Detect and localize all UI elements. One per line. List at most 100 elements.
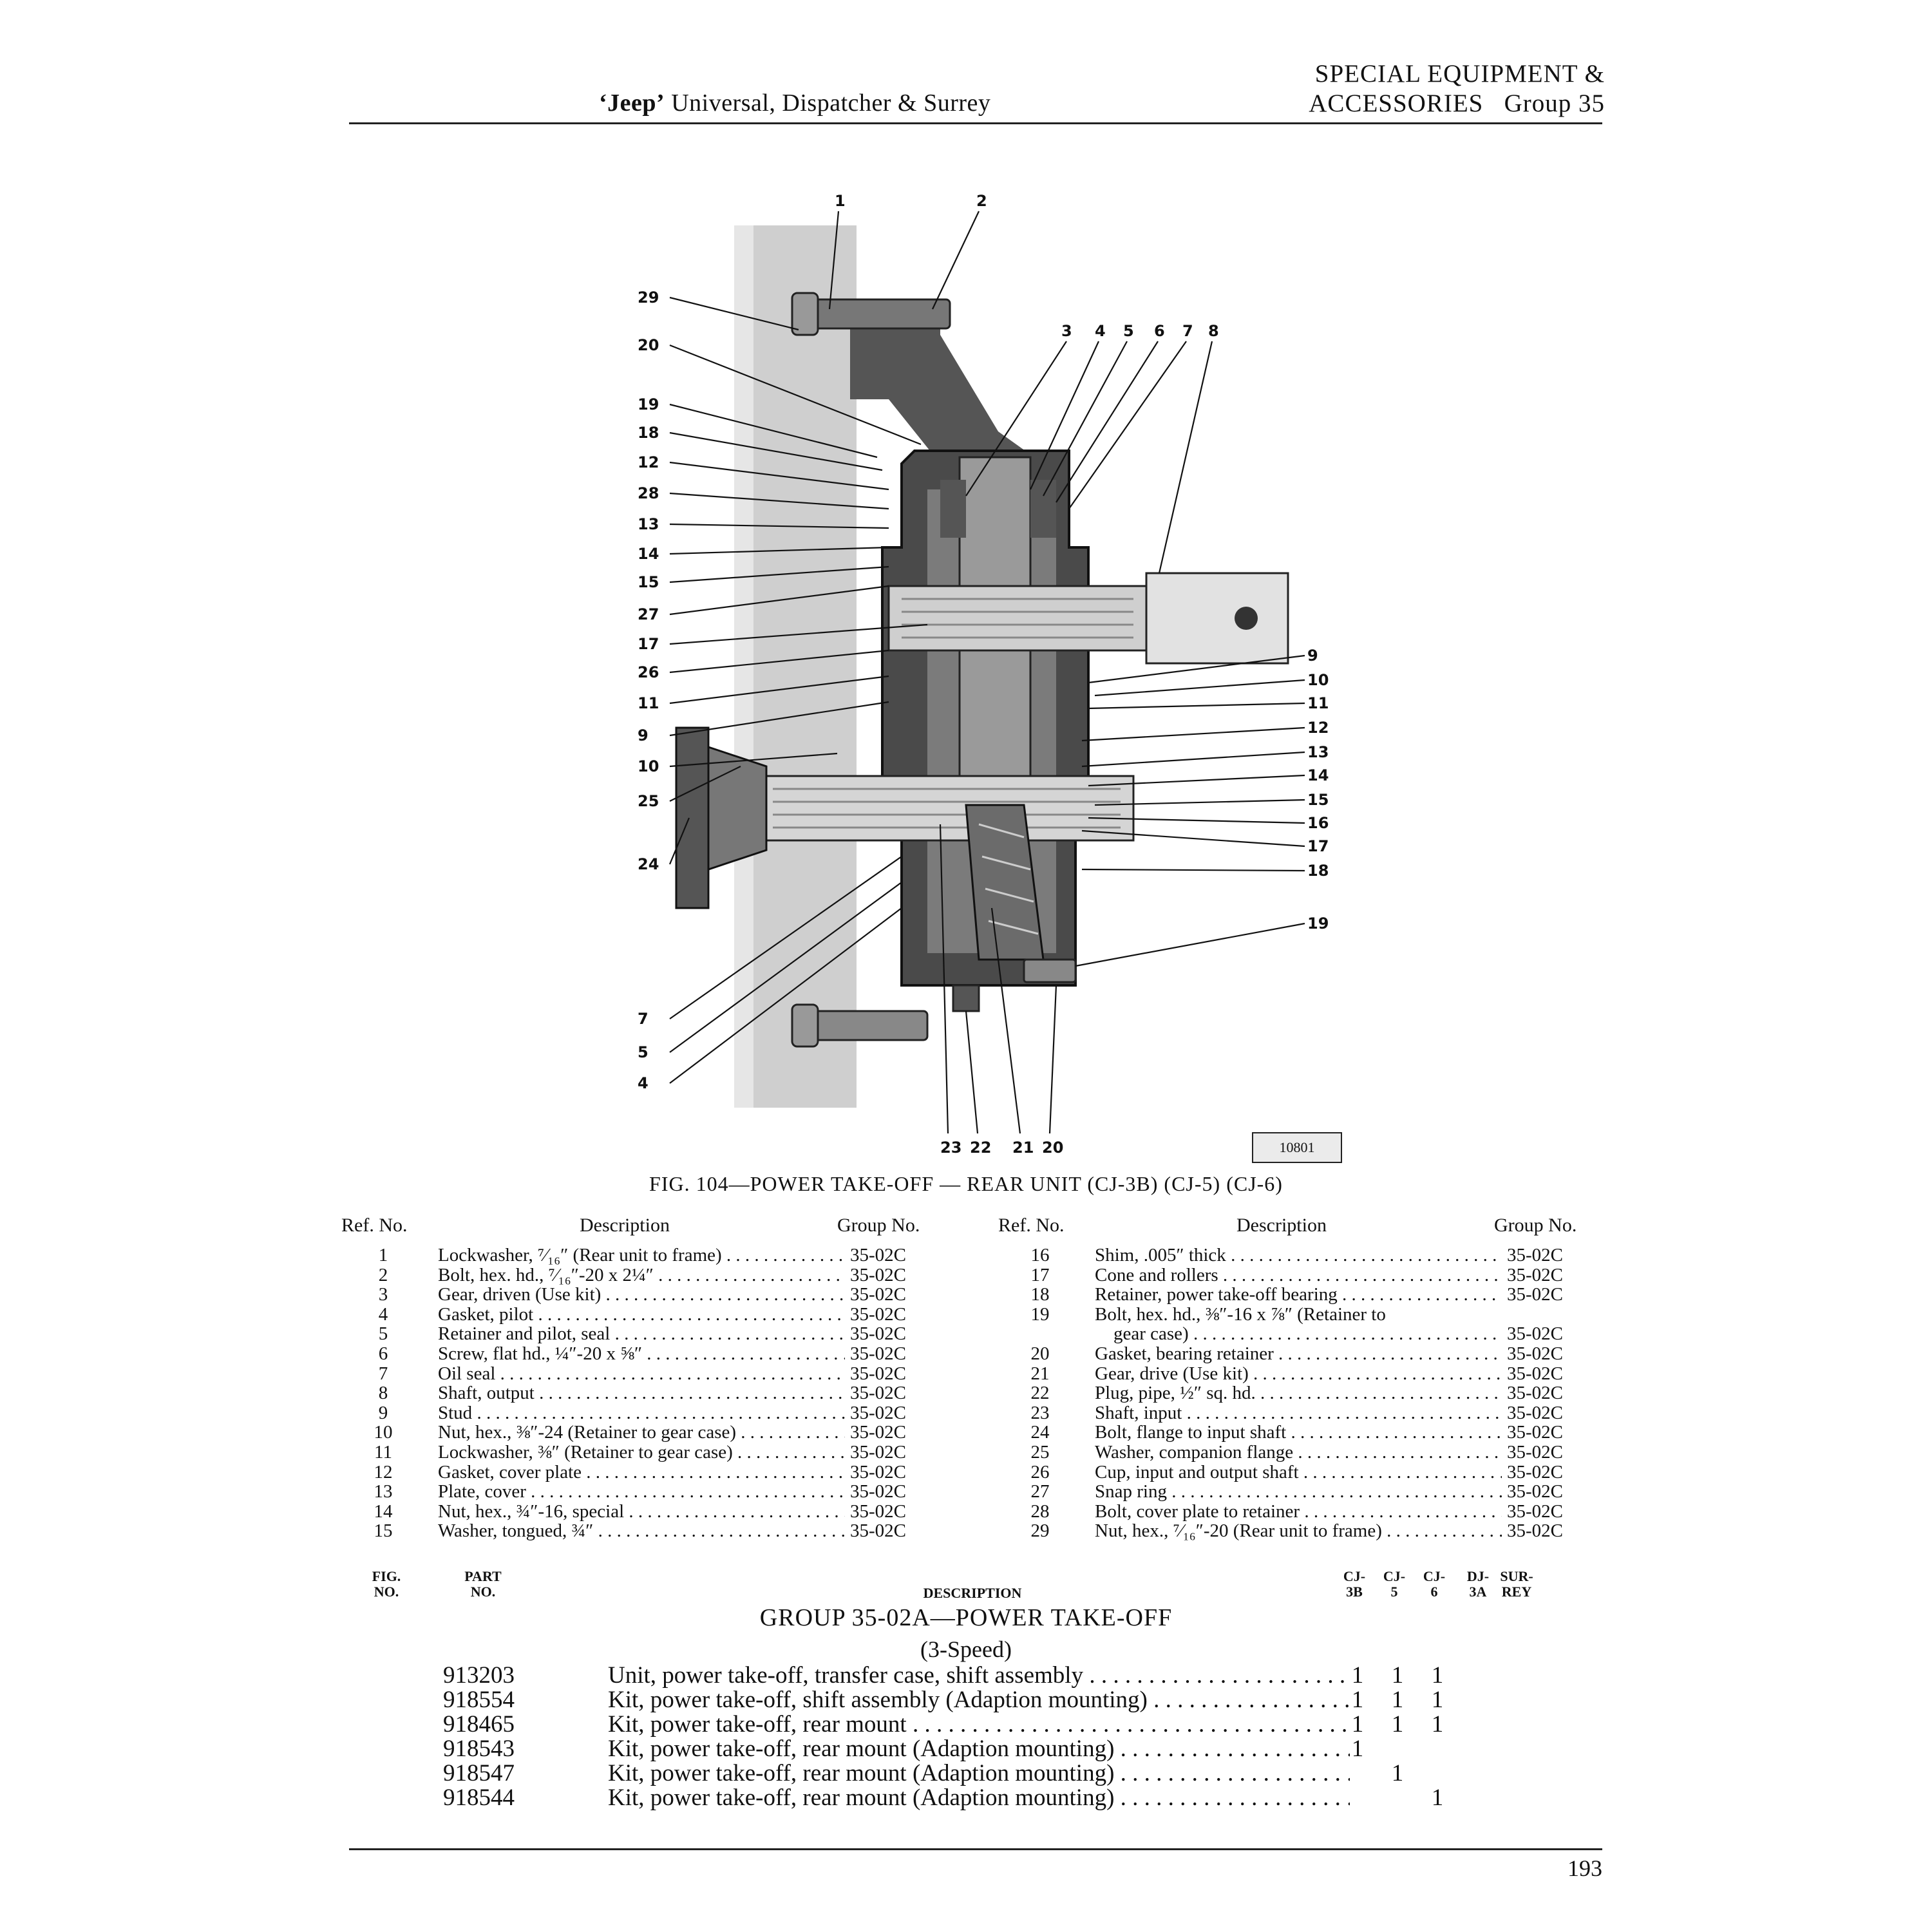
right-callout-16: 16 xyxy=(1307,814,1329,832)
right-callout-9: 9 xyxy=(1307,647,1318,665)
right-leader-15 xyxy=(1094,799,1305,806)
group-no: 35-02C xyxy=(1507,1264,1563,1285)
ref-no: 4 xyxy=(378,1303,388,1325)
group-no: 35-02C xyxy=(850,1303,906,1325)
pipe-plug xyxy=(952,984,980,1012)
top-leader-8 xyxy=(1158,341,1213,574)
right-callout-19: 19 xyxy=(1307,914,1329,933)
lower-mount-nut xyxy=(791,1003,819,1048)
ref-no: 22 xyxy=(1030,1383,1050,1404)
model-col-header: CJ- 3B xyxy=(1343,1568,1366,1600)
bottom-callout-22: 22 xyxy=(970,1139,991,1157)
col-description: DESCRIPTION xyxy=(923,1585,1022,1601)
left-leader-10 xyxy=(669,752,838,768)
part-number: 918554 xyxy=(443,1687,515,1713)
left-callout-18: 18 xyxy=(638,424,659,442)
part-description: Lockwasher, ⅜″ (Retainer to gear case) xyxy=(438,1443,845,1463)
right-leader-13 xyxy=(1081,751,1305,768)
ref-no: 16 xyxy=(1030,1245,1050,1265)
left-leader-19 xyxy=(669,403,878,459)
group-no: 35-02C xyxy=(850,1264,906,1285)
kit-quantity: 1 xyxy=(1431,1785,1444,1811)
group-no: 35-02C xyxy=(850,1383,906,1404)
right-callout-11: 11 xyxy=(1307,694,1329,712)
kit-quantity: 1 xyxy=(1351,1736,1364,1762)
top-leader-4 xyxy=(1030,341,1099,490)
part-description: Plate, cover xyxy=(438,1482,845,1502)
left-callout-17: 17 xyxy=(638,635,659,653)
right-callout-18: 18 xyxy=(1307,862,1329,880)
ref-no: 18 xyxy=(1030,1284,1050,1305)
right-callout-13: 13 xyxy=(1307,743,1329,761)
part-description: Gear, drive (Use kit) xyxy=(1095,1364,1502,1384)
bottom-leader-20 xyxy=(1048,985,1057,1134)
part-number: 913203 xyxy=(443,1662,515,1689)
ref-no: 17 xyxy=(1030,1264,1050,1285)
right-callout-15: 15 xyxy=(1307,791,1329,809)
part-description: Cone and rollers xyxy=(1095,1265,1502,1285)
top-callout-3: 3 xyxy=(1061,322,1072,340)
kit-quantity: 1 xyxy=(1351,1711,1364,1738)
ref-no: 9 xyxy=(378,1402,388,1423)
kit-quantity: 1 xyxy=(1391,1687,1404,1713)
model-col-header: CJ- 6 xyxy=(1423,1568,1446,1600)
ref-no: 13 xyxy=(374,1481,393,1502)
top-callout-6: 6 xyxy=(1154,322,1165,340)
kit-description: Kit, power take-off, rear mount (Adaptio… xyxy=(608,1759,1350,1787)
group-no: 35-02C xyxy=(1507,1441,1563,1463)
group-no: 35-02C xyxy=(850,1422,906,1443)
part-description: Gasket, cover plate xyxy=(438,1463,845,1482)
col-part-no: PART NO. xyxy=(464,1568,502,1600)
right-leader-11 xyxy=(1088,702,1305,710)
footer-rule xyxy=(349,1848,1602,1850)
bottom-callout-20: 20 xyxy=(1042,1139,1063,1157)
model-col-header: SUR- REY xyxy=(1500,1568,1533,1600)
top-callout-1: 1 xyxy=(835,192,846,210)
parts-row: 9Stud35-02C xyxy=(341,1403,960,1423)
group-no: 35-02C xyxy=(850,1363,906,1384)
parts-row: 17 Cone and rollers35-02C xyxy=(998,1265,1616,1285)
right-callout-14: 14 xyxy=(1307,766,1329,784)
bearing-upper-left xyxy=(940,480,966,538)
running-title-rest: Universal, Dispatcher & Surrey xyxy=(665,90,991,117)
top-callout-4: 4 xyxy=(1095,322,1106,340)
left-leader-24 xyxy=(668,817,690,865)
upper-mount-nut xyxy=(791,292,819,336)
brand-name: ‘Jeep’ xyxy=(599,90,665,117)
group-no: 35-02C xyxy=(850,1402,906,1423)
left-callout-27: 27 xyxy=(638,605,659,623)
kit-quantity: 1 xyxy=(1431,1662,1444,1689)
figure-caption: FIG. 104—POWER TAKE-OFF — REAR UNIT (CJ-… xyxy=(649,1172,1283,1195)
parts-table-right-header: Ref. No. Description Group No. xyxy=(998,1215,1616,1245)
top-leader-7 xyxy=(1068,341,1187,509)
bottom-callout-23: 23 xyxy=(940,1139,961,1157)
part-description: Screw, flat hd., ¼″-20 x ⅝″ xyxy=(438,1344,845,1364)
group-no: 35-02C xyxy=(1507,1323,1563,1345)
part-description: gear case) xyxy=(1095,1324,1502,1344)
right-leader-14 xyxy=(1088,774,1305,787)
top-leader-2 xyxy=(932,211,980,310)
left-leader-20 xyxy=(669,344,922,446)
part-description: Washer, companion flange xyxy=(1095,1443,1502,1463)
ref-no: 15 xyxy=(374,1520,393,1542)
parts-row: gear case)35-02C xyxy=(998,1324,1616,1344)
bearing-upper-right xyxy=(1030,480,1056,538)
kit-description: Kit, power take-off, rear mount (Adaptio… xyxy=(608,1735,1350,1763)
part-description: Plug, pipe, ½″ sq. hd. xyxy=(1095,1383,1502,1403)
section-heading: SPECIAL EQUIPMENT & ACCESSORIES Group 35 xyxy=(1309,59,1605,118)
header-ref-no: Ref. No. xyxy=(341,1215,408,1236)
